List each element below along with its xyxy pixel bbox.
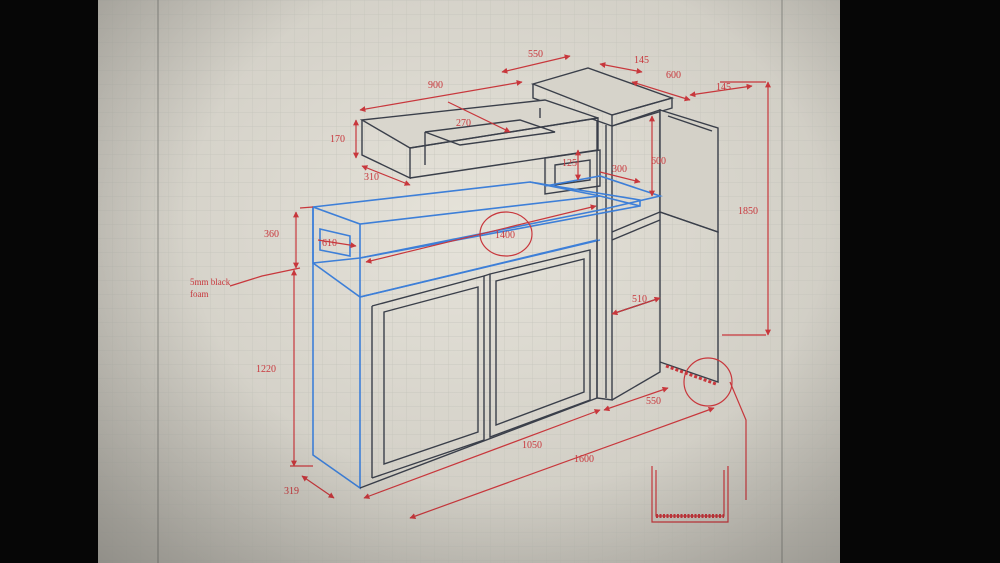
dim-side-top-width: 550	[528, 49, 543, 60]
dim-side-gap-a: 145	[634, 55, 649, 66]
dim-base-length-b: 1600	[574, 454, 594, 465]
highlight-circle	[479, 211, 533, 257]
upper-hood	[359, 99, 601, 195]
dim-side-small-b: 300	[612, 164, 627, 175]
dim-overall-height: 1850	[738, 206, 758, 217]
note-foam-line-1: 5mm black	[190, 277, 231, 287]
detail-section	[651, 466, 729, 523]
dim-tank-height: 360	[264, 229, 279, 240]
dim-side-base: 550	[646, 396, 661, 407]
dim-side-gap-b: 145	[716, 82, 731, 93]
dim-top-depth: 310	[364, 172, 379, 183]
dim-top-height: 170	[330, 134, 345, 145]
dim-side-small-a: 125	[562, 158, 577, 169]
detail-circle	[683, 357, 733, 407]
dim-tank-length: 1400	[495, 230, 515, 241]
dim-side-vertical: 600	[651, 156, 666, 167]
dimension-lines	[229, 54, 771, 523]
note-foam-line-2: foam	[190, 289, 209, 299]
dim-cabinet-height: 1220	[256, 364, 276, 375]
dim-base-length-a: 1050	[522, 440, 542, 451]
dimension-labels: 900 270 170 310 550 145 600 145 1850 600…	[190, 49, 758, 497]
dim-tank-depth: 610	[322, 238, 337, 249]
dim-top-width: 900	[428, 80, 443, 91]
dim-side-unit-width: 600	[666, 70, 681, 81]
dim-shelf-depth: 510	[632, 294, 647, 305]
dim-base-depth: 319	[284, 486, 299, 497]
dim-inner-gap: 270	[456, 118, 471, 129]
